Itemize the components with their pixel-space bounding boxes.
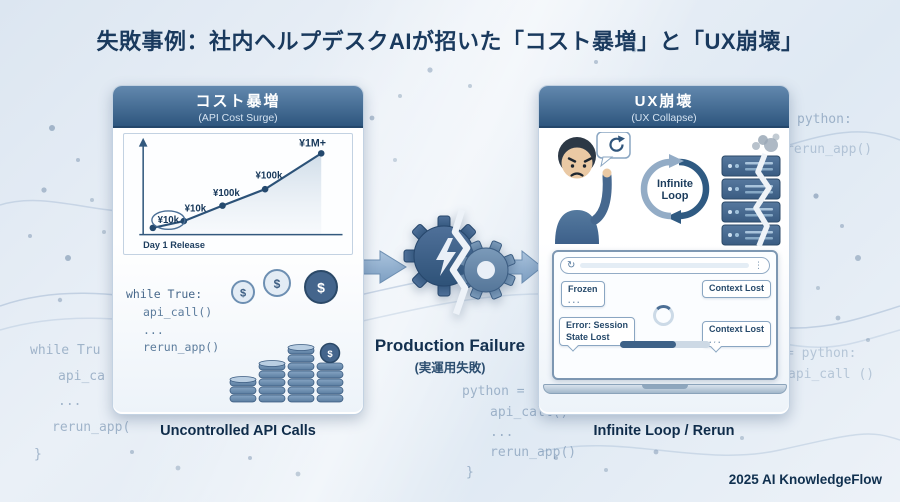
bg-code-fragment: python =	[462, 384, 533, 399]
broken-gears-icon	[403, 209, 516, 316]
url-field	[580, 263, 749, 268]
dollar-coin-icon	[263, 269, 291, 297]
code-line: while True:	[126, 287, 203, 301]
bg-code-fragment: api_call ()	[788, 367, 875, 382]
chart-label: ¥100k	[213, 188, 240, 199]
code-line: api_call()	[143, 304, 213, 319]
production-failure-title: Production Failure	[374, 336, 526, 355]
chart-label: ¥100k	[256, 171, 283, 182]
ux-collapse-card: UX崩壊 (UX Collapse)	[538, 85, 790, 415]
crack-icon	[753, 153, 772, 248]
dollar-coin-icon	[304, 270, 338, 304]
bubble-text: Context Lost	[709, 324, 764, 334]
cost-card-subtitle: (API Cost Surge)	[198, 112, 278, 124]
smoke-icon	[752, 133, 780, 152]
bg-code-fragment: while Tru	[30, 343, 101, 358]
context-lost-bubble: Context Lost ...	[702, 321, 771, 347]
y-axis-arrow-icon	[138, 137, 148, 147]
loop-label: Loop	[662, 190, 689, 202]
ux-card-header: UX崩壊 (UX Collapse)	[539, 86, 789, 128]
angry-user-illustration	[555, 132, 631, 244]
chart-baseline-label: Day 1 Release	[143, 240, 205, 250]
frozen-bubble: Frozen ...	[561, 281, 605, 307]
lightning-icon	[436, 238, 456, 276]
infinite-loop-icon: Infinite Loop	[640, 154, 710, 224]
arm	[590, 171, 612, 225]
crack-icon	[449, 209, 471, 316]
hand	[602, 168, 612, 178]
bg-code-fragment: }	[466, 465, 474, 480]
dollar-glyph: $	[317, 280, 325, 296]
cost-caption: Uncontrolled API Calls	[160, 423, 316, 439]
refresh-icon: ↻	[567, 259, 576, 271]
browser-window: ↻ ⋮ Frozen ... Context Lost Error: Sessi…	[552, 250, 778, 380]
shirt	[555, 210, 599, 244]
bg-code-fragment: = python:	[786, 346, 857, 361]
api-loop-code: while True: api_call() ... rerun_app()	[126, 286, 219, 357]
label-circle-icon	[151, 210, 186, 230]
chart-label: ¥1M+	[299, 138, 326, 150]
bg-code-fragment: ...	[490, 425, 514, 440]
bg-code-fragment: rerun_app()	[490, 445, 577, 460]
bubble-text: State Lost	[566, 331, 610, 342]
cost-surge-card: コスト暴増 (API Cost Surge)	[112, 85, 364, 415]
bg-code-fragment: ...	[58, 394, 82, 409]
cost-card-title: コスト暴増	[195, 93, 281, 110]
progress-bar	[620, 341, 710, 348]
context-lost-bubble: Context Lost	[702, 280, 771, 298]
cost-card-body: ¥10k ¥10k ¥100k ¥100k ¥1M+ Day 1 Release…	[113, 128, 363, 412]
cost-chart-box: ¥10k ¥10k ¥100k ¥100k ¥1M+ Day 1 Release	[123, 133, 353, 255]
ux-card-subtitle: (UX Collapse)	[631, 112, 697, 124]
menu-dots-icon: ⋮	[754, 260, 763, 270]
bg-code-fragment: rerun_app()	[786, 142, 873, 157]
browser-content: Frozen ... Context Lost Error: Session S…	[554, 277, 776, 375]
bubble-text: Context Lost	[709, 283, 764, 293]
chart-label: ¥10k	[185, 203, 207, 214]
chart-label: ¥10k	[158, 215, 180, 226]
dollar-glyph: $	[274, 277, 281, 291]
bg-code-fragment: api_ca	[58, 369, 105, 384]
chart-area-fill	[152, 153, 322, 235]
production-failure-subtitle: (実運用失敗)	[414, 361, 486, 375]
loading-spinner-icon	[653, 305, 674, 326]
background-dots	[28, 47, 870, 477]
bubble-text: Frozen	[568, 284, 598, 294]
dollar-coin-icon	[231, 280, 255, 304]
ux-card-body: Infinite Loop	[539, 128, 789, 412]
code-line: rerun_app()	[143, 340, 220, 355]
chart-points	[149, 150, 325, 232]
progress-fill	[620, 341, 676, 348]
cost-chart: ¥10k ¥10k ¥100k ¥100k ¥1M+ Day 1 Release	[138, 137, 343, 250]
code-line: ...	[143, 322, 164, 337]
dollar-coin-icon	[319, 342, 341, 364]
bg-code-fragment: }	[34, 447, 42, 462]
url-bar: ↻ ⋮	[560, 257, 770, 274]
page-title: 失敗事例：社内ヘルプデスクAIが招いた「コスト暴増」と「UX崩壊」	[96, 29, 804, 54]
refresh-icon	[609, 137, 624, 152]
ux-card-title: UX崩壊	[634, 93, 694, 110]
ux-caption: Infinite Loop / Rerun	[593, 423, 735, 439]
bubble-text: ...	[568, 294, 582, 305]
frown	[570, 172, 584, 177]
dollar-glyph: $	[327, 349, 333, 360]
bg-code-fragment: rerun_app(	[52, 420, 131, 435]
bg-code-fragment: python:	[797, 112, 852, 127]
cost-card-header: コスト暴増 (API Cost Surge)	[113, 86, 363, 128]
laptop-base	[543, 384, 787, 394]
speech-bubble	[596, 132, 631, 168]
dollar-glyph: $	[240, 288, 246, 300]
loop-label: Infinite	[657, 178, 693, 190]
bubble-text: Error: Session	[566, 320, 629, 330]
coin-stacks	[229, 344, 344, 403]
gear-right-icon	[456, 240, 516, 300]
broken-server-icon	[721, 133, 781, 248]
coins-illustration: $ $ $ $	[229, 269, 344, 403]
footer-credit: 2025 AI KnowledgeFlow	[728, 472, 882, 487]
bubble-text: ...	[709, 334, 723, 345]
face	[561, 147, 593, 179]
